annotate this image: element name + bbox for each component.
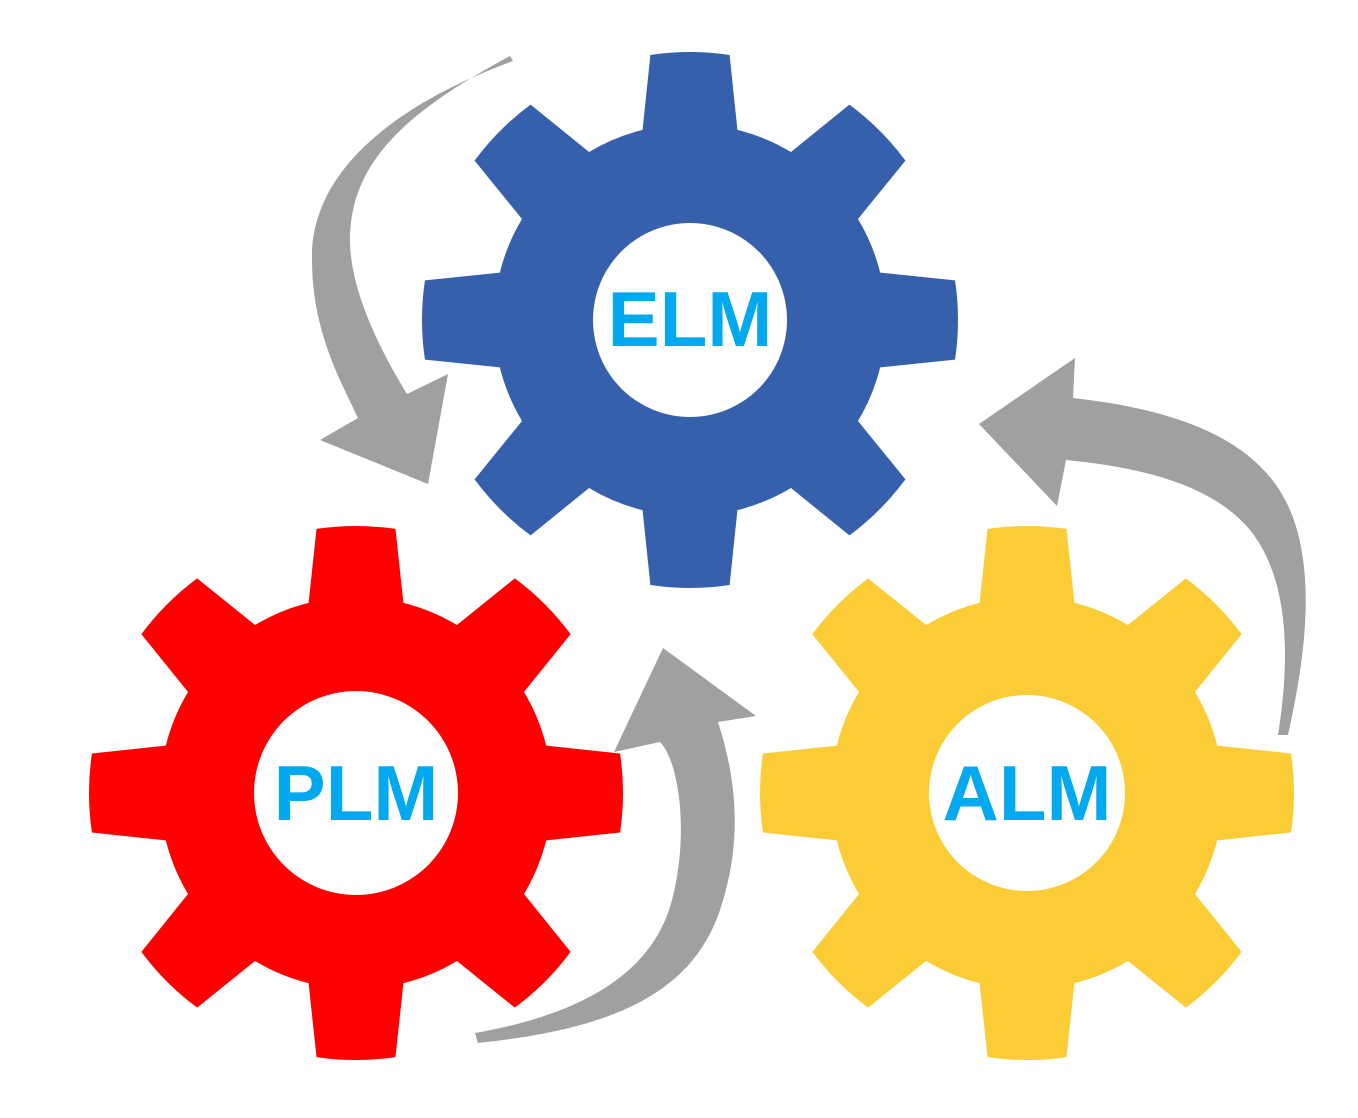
arrow-elm-to-plm (311, 56, 513, 484)
gear-label-plm: PLM (274, 749, 439, 837)
gear-hub (254, 691, 458, 895)
gear-hub (593, 223, 787, 417)
gear-label-elm: ELM (608, 275, 773, 363)
gear-alm: ALM (759, 525, 1295, 1061)
arrow-plm-to-alm (475, 648, 756, 1043)
gear-plm: PLM (88, 525, 624, 1061)
arrow-alm-to-elm (979, 358, 1306, 735)
gear-hub (929, 695, 1125, 891)
gear-label-alm: ALM (943, 749, 1112, 837)
gear-elm: ELM (421, 51, 959, 589)
